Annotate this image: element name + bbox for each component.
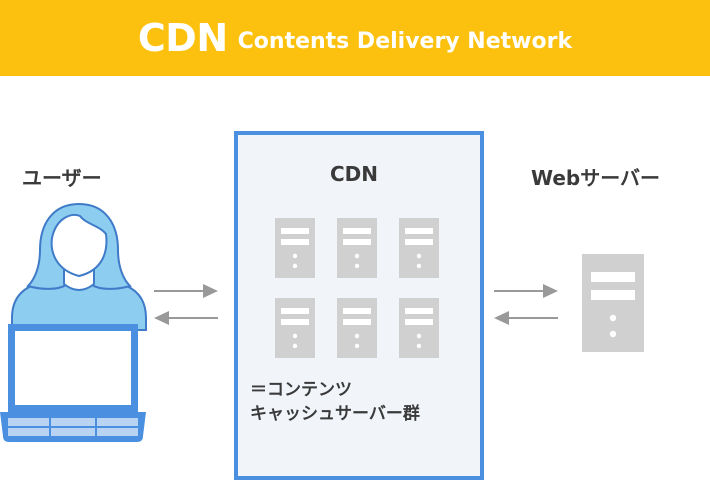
- arrow-right-icon: [154, 284, 218, 298]
- server-icon: [399, 218, 439, 278]
- server-icon: [337, 218, 377, 278]
- arrow-right-icon: [494, 284, 558, 298]
- cdn-caption-line1: ＝コンテンツ: [250, 380, 352, 400]
- web-server-label: Webサーバー: [531, 166, 661, 190]
- user-label: ユーザー: [22, 166, 102, 190]
- cdn-caption: ＝コンテンツ キャッシュサーバー群: [250, 378, 420, 426]
- banner-title: CDN: [137, 16, 228, 60]
- arrow-left-icon: [154, 311, 218, 325]
- laptop-icon: [0, 324, 146, 442]
- person-icon: [11, 202, 147, 331]
- cdn-caption-line2: キャッシュサーバー群: [250, 404, 420, 424]
- arrow-left-icon: [494, 311, 558, 325]
- diagram-title: CDN Contents Delivery Network: [0, 0, 710, 76]
- server-icon: [399, 298, 439, 358]
- title-banner: [0, 0, 710, 76]
- cdn-label: CDN: [330, 162, 379, 186]
- server-icon: [275, 298, 315, 358]
- web-server-icon: [582, 254, 644, 352]
- server-icon: [337, 298, 377, 358]
- server-icon: [275, 218, 315, 278]
- banner-subtitle: Contents Delivery Network: [237, 28, 573, 54]
